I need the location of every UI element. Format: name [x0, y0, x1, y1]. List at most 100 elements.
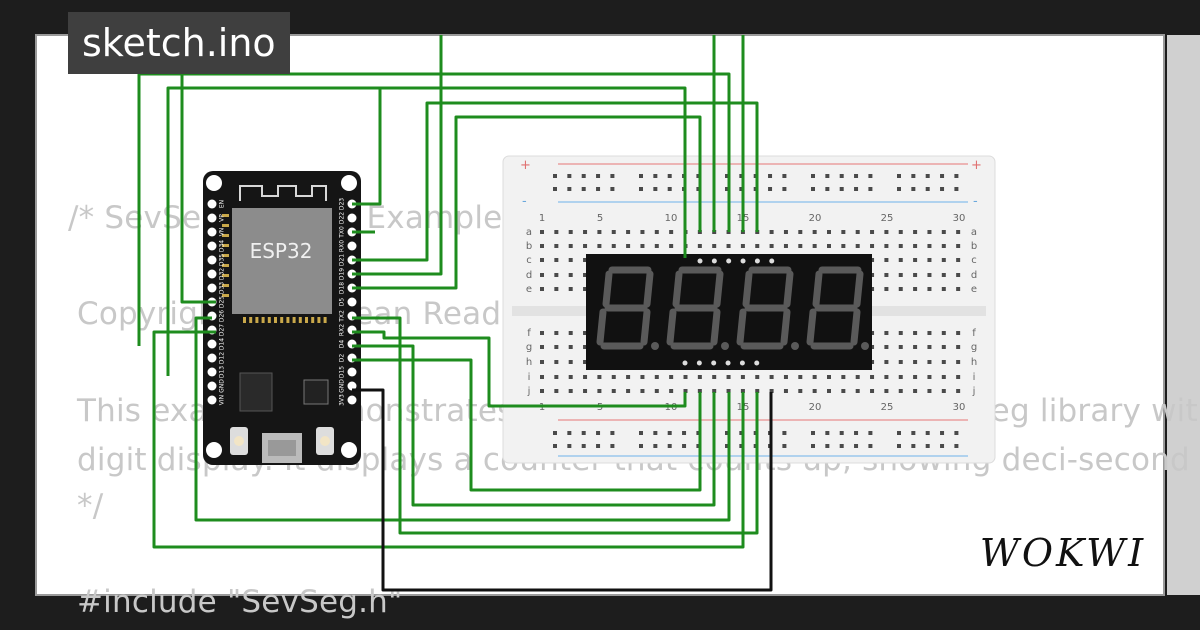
rail-hole	[854, 444, 859, 448]
pin-label: TX2	[339, 310, 346, 323]
breadboard-hole	[827, 375, 831, 379]
pin-label: D33	[219, 282, 226, 294]
pin-label: D32	[219, 268, 226, 280]
rail-hole	[925, 187, 930, 191]
breadboard-hole	[913, 244, 918, 248]
pin-label: D22	[339, 212, 346, 224]
pin-label: GND	[219, 379, 226, 393]
breadboard-hole	[855, 375, 860, 379]
breadboard-hole	[956, 244, 961, 248]
pin-label: RX2	[339, 324, 346, 336]
breadboard-hole	[654, 389, 659, 393]
display-pin	[711, 360, 717, 366]
rail-hole	[682, 444, 687, 448]
breadboard-hole	[597, 230, 602, 234]
chip-pin	[317, 317, 321, 323]
breadboard-hole	[583, 375, 588, 379]
left-pin-header: ENVPVND34D35D32D33D25D26D27D14D12D13GNDV…	[207, 199, 226, 405]
breadboard-hole	[841, 389, 846, 393]
breadboard-hole	[855, 244, 860, 248]
rail-hole	[739, 187, 744, 191]
breadboard-hole	[740, 375, 745, 379]
breadboard-hole	[927, 244, 932, 248]
breadboard-hole	[540, 345, 544, 349]
rail-hole	[581, 187, 586, 191]
row-letter: b	[526, 241, 532, 252]
rail-hole	[653, 431, 658, 435]
breadboard-hole	[898, 287, 903, 291]
pin-label: D18	[339, 282, 346, 294]
pin-label: D35	[219, 254, 226, 266]
breadboard-hole	[583, 331, 588, 335]
rail-hole	[696, 444, 701, 448]
breadboard-hole	[956, 287, 961, 291]
rail-minus-label: -	[522, 194, 527, 209]
rail-hole	[897, 174, 901, 178]
breadboard-hole	[783, 389, 788, 393]
rail-plus-label: +	[971, 158, 982, 173]
pin-label: D34	[219, 240, 226, 252]
seven-segment-display[interactable]	[586, 254, 872, 370]
chip-pin	[274, 317, 277, 323]
breadboard-hole	[913, 360, 918, 364]
breadboard-hole	[540, 331, 544, 335]
column-number: 10	[665, 213, 678, 224]
display-pin	[754, 258, 760, 264]
rail-hole	[911, 187, 916, 191]
breadboard-hole	[626, 375, 631, 379]
rail-hole	[725, 174, 729, 178]
breadboard-hole	[554, 345, 559, 349]
rail-hole	[581, 174, 586, 178]
segment	[742, 270, 753, 308]
breadboard-hole	[568, 345, 573, 349]
rail-hole	[839, 431, 844, 435]
wire	[352, 88, 382, 206]
rail-hole	[839, 187, 844, 191]
breadboard-hole	[941, 287, 946, 291]
breadboard-hole	[941, 244, 946, 248]
breadboard-hole	[927, 389, 932, 393]
rail-hole	[954, 444, 959, 448]
rail-hole	[639, 174, 643, 178]
breadboard-hole	[783, 244, 788, 248]
row-letter: g	[526, 342, 532, 353]
breadboard-hole	[884, 331, 889, 335]
breadboard-hole	[568, 389, 573, 393]
row-letter: e	[526, 284, 532, 295]
breadboard-hole	[654, 230, 659, 234]
rail-hole	[667, 431, 672, 435]
wire	[137, 72, 731, 346]
breadboard-hole	[812, 230, 817, 234]
wire	[352, 316, 759, 535]
rail-hole	[839, 444, 844, 448]
breadboard-hole	[697, 375, 702, 379]
pin-label: EN	[219, 200, 226, 208]
esp32-board[interactable]: ESP32 ENVPVND34D35D32D33D25D26D27D14D12D…	[203, 171, 361, 465]
breadboard-hole	[568, 287, 573, 291]
wire	[352, 35, 443, 276]
breadboard-hole	[941, 345, 946, 349]
breadboard-hole	[884, 345, 889, 349]
breadboard-hole	[626, 389, 631, 393]
display-pin	[769, 258, 775, 264]
breadboard-hole	[669, 244, 674, 248]
segment	[713, 270, 724, 308]
pin-label: D14	[219, 338, 226, 350]
breadboard-hole	[913, 230, 918, 234]
segment	[710, 308, 721, 346]
chip-pin	[222, 274, 229, 277]
rail-hole	[940, 187, 945, 191]
breadboard-hole	[740, 389, 745, 393]
rail-hole	[682, 431, 687, 435]
breadboard-hole	[540, 273, 544, 277]
rail-plus-label: +	[520, 158, 531, 173]
row-letter: e	[971, 284, 977, 295]
breadboard-hole	[540, 375, 544, 379]
project-title[interactable]: sketch.ino	[68, 12, 290, 74]
breadboard-hole	[827, 389, 831, 393]
chip-pin	[222, 294, 229, 297]
breadboard-hole	[941, 389, 946, 393]
breadboard-hole	[956, 375, 961, 379]
breadboard-hole	[884, 273, 889, 277]
rail-hole	[911, 444, 916, 448]
